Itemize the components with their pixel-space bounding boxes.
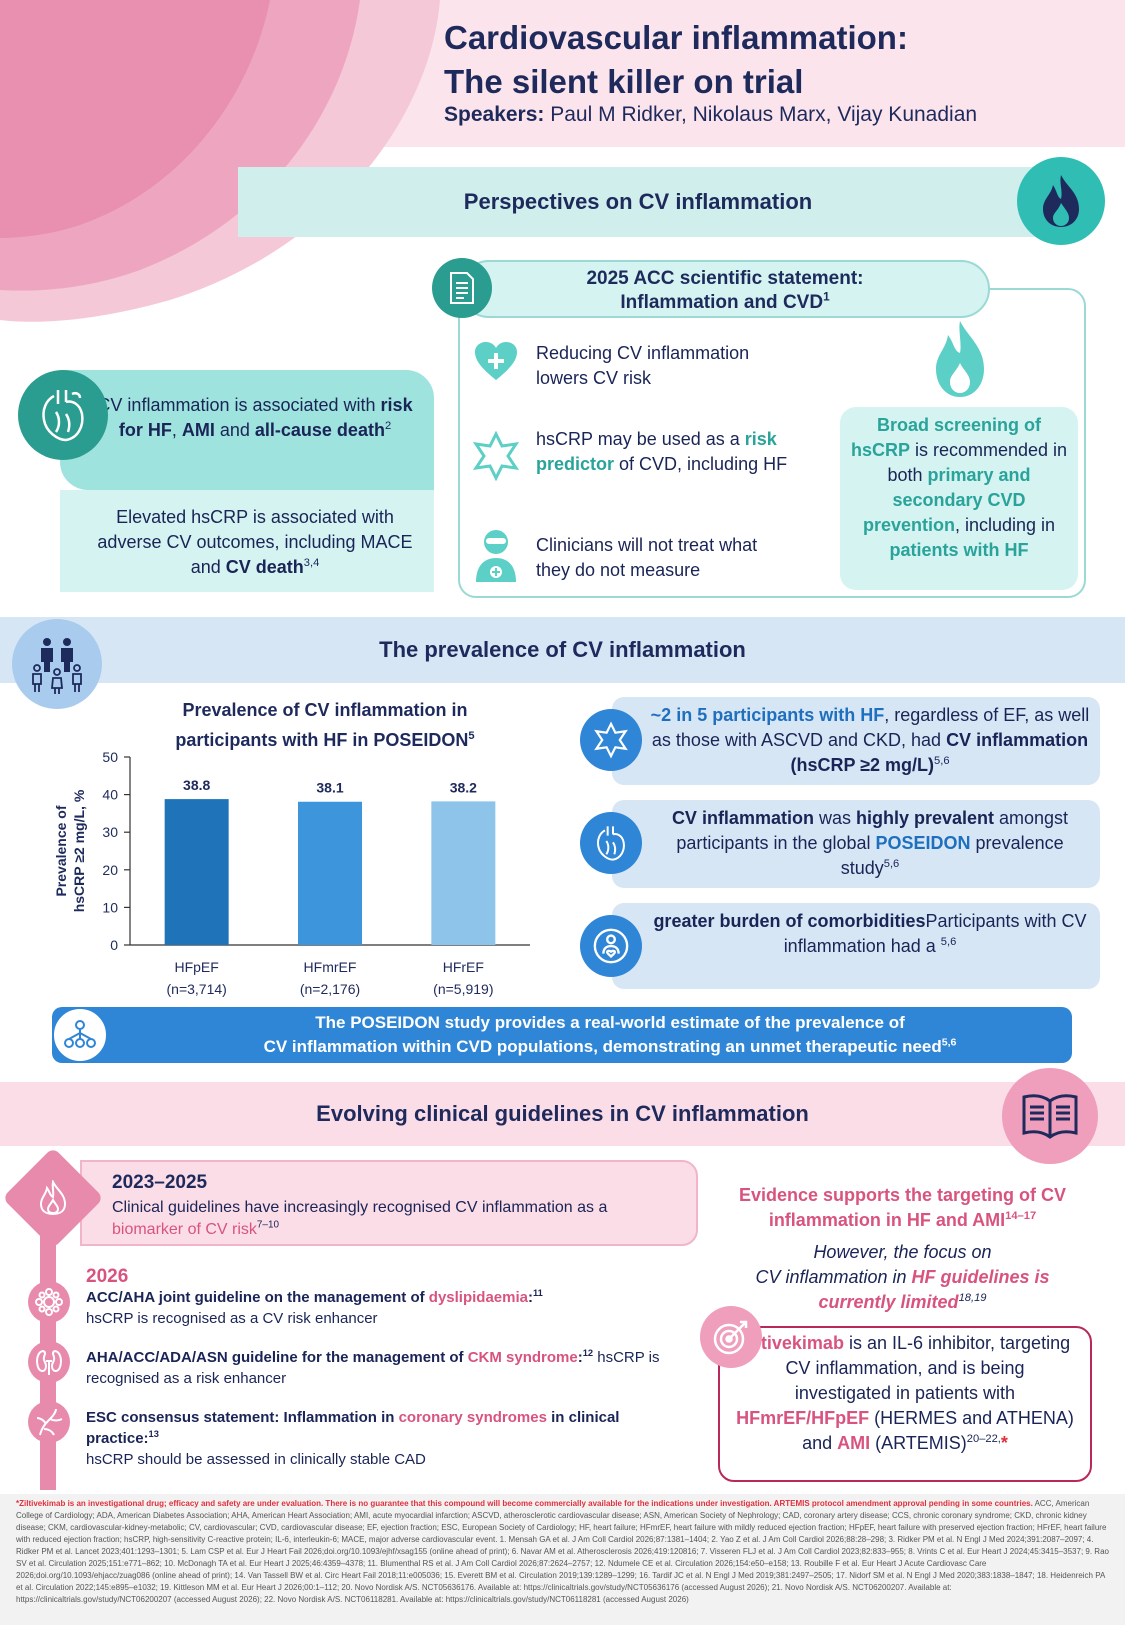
y-tick-label: 30 [102,824,118,840]
bar-value-label: 38.8 [183,777,210,793]
speakers-names: Paul M Ridker, Nikolaus Marx, Vijay Kuna… [550,103,978,126]
left-card-hscrp [60,490,434,592]
x-tick-sublabel: (n=3,714) [167,981,227,997]
decorative-pink-swirl [0,0,440,322]
x-tick-label: HFmrEF [304,959,357,975]
fact-card [612,800,1100,888]
crp-molecule-icon [470,430,522,482]
y-tick-label: 20 [102,862,118,878]
clinician-icon [470,526,522,584]
ziltivekimab-card [718,1326,1092,1482]
cells-icon [28,1281,70,1323]
molecule-icon [580,709,642,771]
chart-title: Prevalence of CV inflammation in partici… [175,700,475,750]
year-2026: 2026 [86,1266,129,1287]
bar-value-label: 38.1 [316,780,343,796]
ziltivekimab-text: Ziltivekimab is an IL-6 inhibitor, targe… [736,1333,1074,1453]
bar-value-label: 38.2 [450,779,477,795]
however-text: However, the focus on CV inflammation in… [755,1242,1050,1312]
timeline-card-2023 [80,1160,698,1246]
left-card-hscrp-text: Elevated hsCRP is associated with advers… [97,507,413,577]
evidence-text: Evidence supports the targeting of CV in… [738,1185,1067,1230]
poseidon-banner [52,1007,1072,1063]
artery-icon [28,1401,70,1443]
guideline-item: ACC/AHA joint guideline on the managemen… [86,1288,543,1327]
acc-point-2: hsCRP may be used as a risk predictor of… [536,429,788,474]
document-icon [432,258,492,318]
target-icon [700,1306,762,1368]
bar [431,801,496,945]
section3-title: Evolving clinical guidelines in CV infla… [0,1082,1125,1146]
x-tick-sublabel: (n=5,919) [433,981,493,997]
year-2023-2025-text: Clinical guidelines have increasingly re… [112,1199,608,1238]
open-book-icon [1002,1068,1098,1164]
heart-anatomy-icon [18,370,108,460]
flame-outline-icon-2 [33,1178,73,1218]
network-icon [52,1007,108,1063]
acc-point-3: Clinicians will not treat what they do n… [536,535,758,580]
bar [164,799,229,945]
screening-card [840,407,1078,590]
fact-text: ~2 in 5 participants with HF, regardless… [650,705,1090,775]
footer-text: *Ziltivekimab is an investigational drug… [16,1499,1109,1604]
left-card-risk [60,370,434,490]
x-tick-label: HFrEF [443,959,484,975]
fact-card [612,903,1100,989]
guideline-item: ESC consensus statement: Inflammation in… [86,1409,620,1468]
y-tick-label: 10 [102,899,118,915]
heart-icon [580,812,642,874]
left-card-risk-text: CV inflammation is associated with risk … [97,395,413,440]
title-line-2: The silent killer on trial [444,63,804,100]
page-title: Cardiovascular inflammation: The silent … [444,16,908,104]
acc-point-1: Reducing CV inflammation lowers CV risk [536,343,750,388]
x-tick-label: HFpEF [174,959,218,975]
bar [298,801,362,945]
flame-outline-icon [930,318,990,400]
kidney-icon [28,1341,70,1383]
section1-title: Perspectives on CV inflammation [238,167,1038,237]
section2-title: The prevalence of CV inflammation [0,617,1125,683]
speakers-label: Speakers: [444,103,545,126]
people-icon [12,619,102,709]
x-tick-sublabel: (n=2,176) [300,981,360,997]
footer-band [0,1494,1125,1625]
fact-text: greater burden of comorbiditiesParticipa… [653,911,1087,956]
poseidon-banner-text: The POSEIDON study provides a real-world… [263,1013,957,1056]
title-line-1: Cardiovascular inflammation: [444,19,908,56]
heart-plus-icon [472,338,520,384]
patient-icon [580,915,642,977]
y-tick-label: 0 [110,937,118,953]
speakers: Speakers: Paul M Ridker, Nikolaus Marx, … [444,103,977,127]
fact-card [612,697,1100,785]
year-2023-2025: 2023–2025 [112,1172,208,1193]
y-tick-label: 40 [102,787,118,803]
guideline-item: AHA/ACC/ADA/ASN guideline for the manage… [86,1348,660,1387]
y-tick-label: 50 [102,749,118,765]
flame-icon [1017,157,1105,245]
acc-title: 2025 ACC scientific statement: Inflammat… [460,260,990,318]
screening-text: Broad screening of hsCRP is recommended … [850,415,1068,560]
fact-text: CV inflammation was highly prevalent amo… [671,808,1069,878]
